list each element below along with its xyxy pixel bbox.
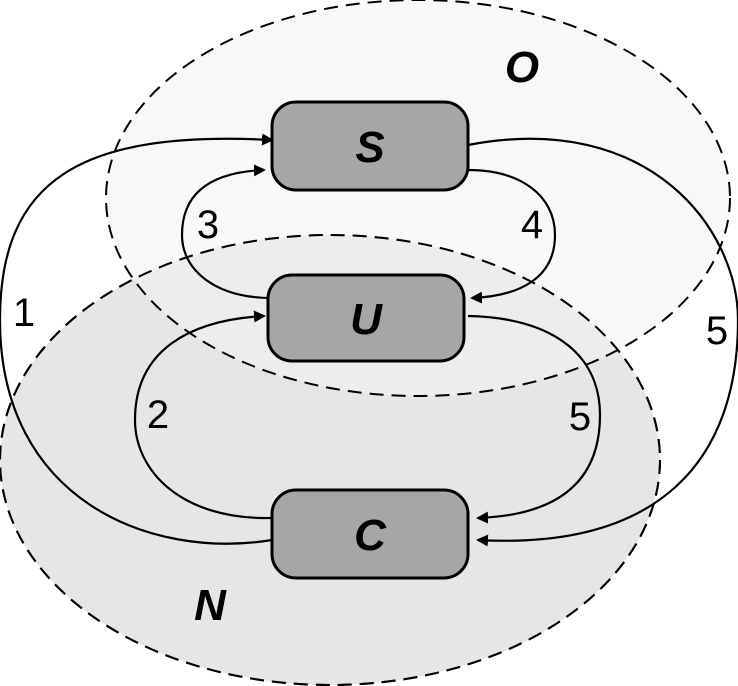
- edge-5-u-to-c: [467, 314, 602, 524]
- node-s: S: [270, 100, 470, 192]
- edge-3-label: 3: [197, 203, 219, 247]
- node-c-box: [270, 488, 470, 580]
- node-u-label: U: [350, 295, 383, 344]
- edge-1-label: 1: [13, 291, 35, 335]
- edge-3-u-to-s: [180, 164, 273, 300]
- edge-4-label: 4: [521, 203, 543, 247]
- node-s-label: S: [355, 123, 384, 172]
- edge-2-label: 2: [147, 393, 169, 437]
- edge-5-outer-label: 5: [706, 309, 728, 353]
- node-u: U: [266, 273, 466, 363]
- edge-1-c-to-s: [0, 133, 274, 545]
- edge-2-c-to-u: [133, 310, 273, 520]
- edge-4-s-to-u: [467, 168, 557, 304]
- edge-5-inner-label: 5: [569, 395, 591, 439]
- node-c: C: [270, 488, 470, 580]
- node-c-label: C: [354, 511, 387, 560]
- region-n-outline: [0, 234, 661, 686]
- node-s-box: [270, 100, 470, 192]
- region-o-label: O: [505, 43, 539, 92]
- region-n-label: N: [194, 581, 227, 630]
- node-u-box: [266, 273, 466, 363]
